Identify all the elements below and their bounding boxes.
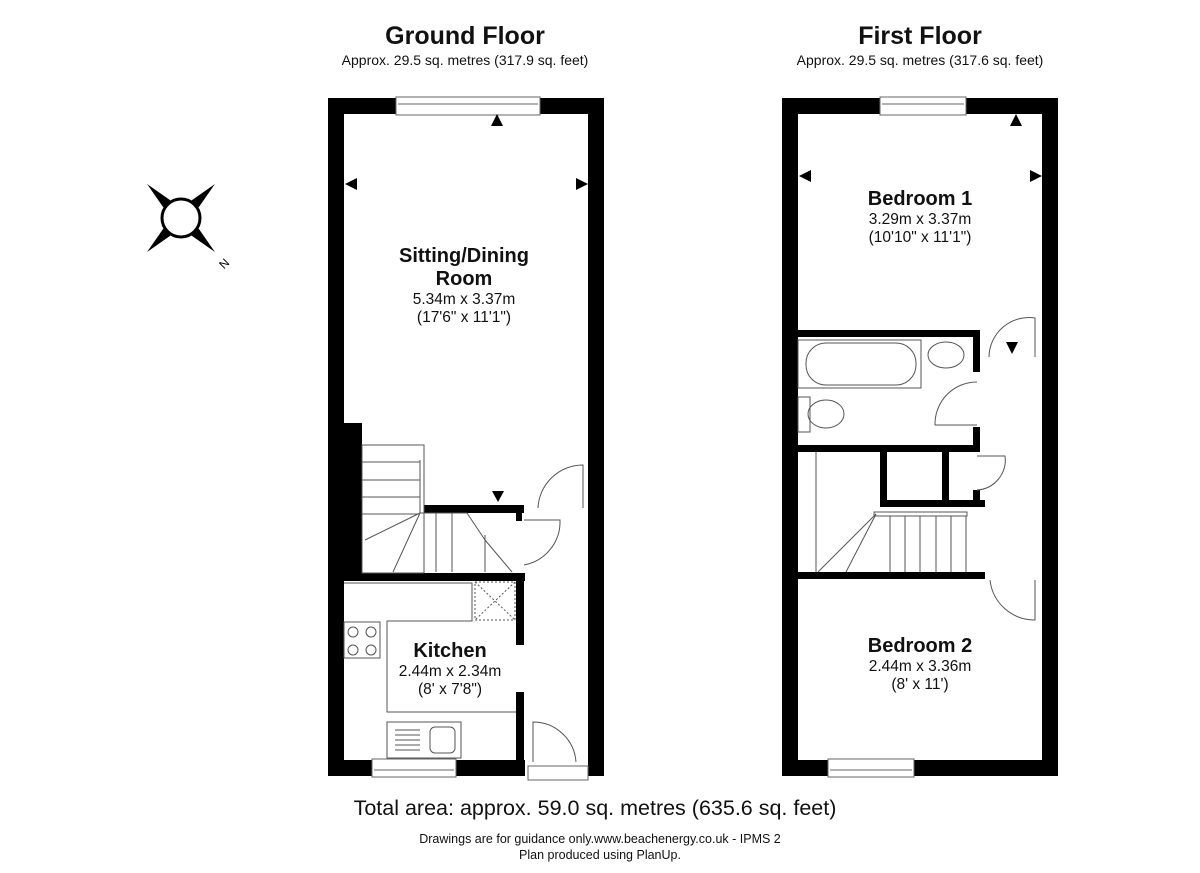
- room-dimensions-metric: 2.44m x 3.36m: [868, 658, 972, 675]
- room-dimensions-metric: 5.34m x 3.37m: [412, 291, 516, 308]
- first-floor-area: Approx. 29.5 sq. metres (317.6 sq. feet): [796, 52, 1044, 68]
- ground-floor-area: Approx. 29.5 sq. metres (317.9 sq. feet): [341, 52, 589, 68]
- plan-credit: Plan produced using PlanUp.: [519, 848, 681, 862]
- room-name: Sitting/Dining: [399, 245, 529, 267]
- room-name: Bedroom 2: [867, 635, 973, 657]
- room-dimensions-imperial: (17'6" x 11'1"): [416, 309, 512, 326]
- total-area: Total area: approx. 59.0 sq. metres (635…: [353, 796, 837, 820]
- ground-floor-title: Ground Floor: [385, 22, 545, 50]
- ground-floor-plan: [328, 96, 604, 781]
- room-label-bedroom-2: Bedroom 2 2.44m x 3.36m (8' x 11'): [820, 635, 1020, 694]
- compass-north-label: N: [216, 256, 232, 272]
- room-dimensions-imperial: (8' x 7'8"): [418, 681, 482, 698]
- room-label-bedroom-1: Bedroom 1 3.29m x 3.37m (10'10" x 11'1"): [820, 188, 1020, 247]
- room-dimensions-metric: 2.44m x 2.34m: [398, 663, 502, 680]
- compass-icon: N: [147, 184, 232, 272]
- room-dimensions-imperial: (10'10" x 11'1"): [868, 229, 972, 246]
- first-floor-plan: [782, 96, 1058, 778]
- disclaimer: Drawings are for guidance only.www.beach…: [419, 832, 781, 846]
- room-dimensions-imperial: (8' x 11'): [891, 676, 949, 693]
- room-name: Kitchen: [413, 640, 487, 662]
- room-name: Bedroom 1: [867, 188, 973, 210]
- room-dimensions-metric: 3.29m x 3.37m: [868, 211, 972, 228]
- room-label-sitting-dining: Sitting/Dining Room 5.34m x 3.37m (17'6"…: [364, 245, 564, 327]
- first-floor-title: First Floor: [858, 22, 982, 50]
- room-name-line2: Room: [435, 268, 493, 290]
- room-label-kitchen: Kitchen 2.44m x 2.34m (8' x 7'8"): [385, 640, 515, 699]
